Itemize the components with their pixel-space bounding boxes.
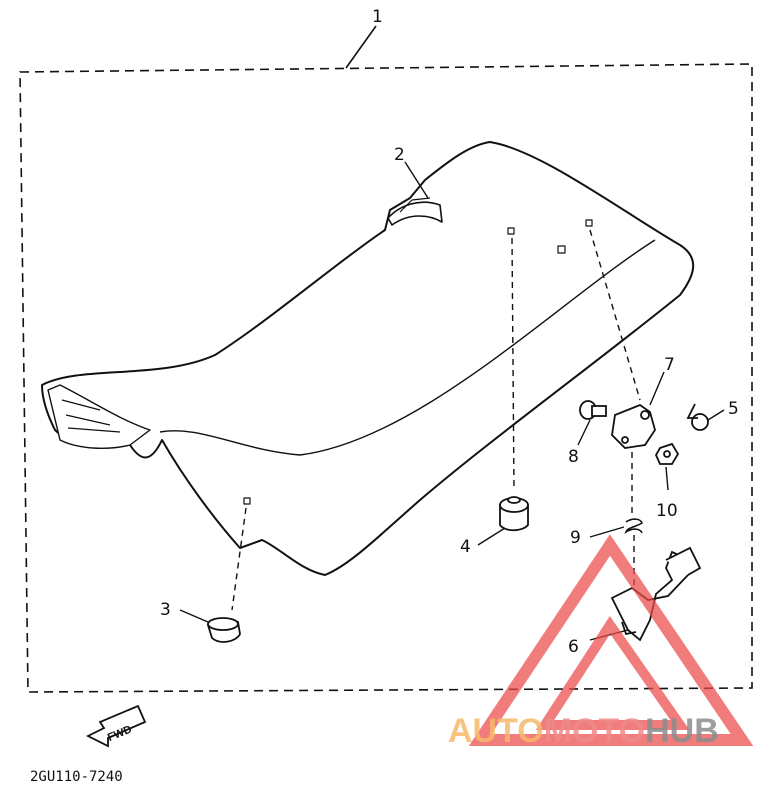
forward-arrow-icon [85,704,147,748]
seat-assembly [41,141,695,576]
leader-3 [179,609,209,623]
damper-part-4 [499,496,529,532]
damper-part-3 [206,617,241,643]
watermark-part2: MOTO [544,712,645,750]
seat-lock-part-6 [610,546,702,642]
watermark-text: AUTOMOTOHUB [448,712,719,750]
leader-5 [707,409,725,421]
leader-10 [665,466,669,491]
callout-7: 7 [664,355,675,375]
callout-1: 1 [372,7,383,27]
callout-5: 5 [728,399,739,419]
spring-part-9 [624,518,643,535]
watermark-part1: AUTO [448,712,544,750]
watermark-logo [468,534,754,746]
assembly-boundary [19,63,753,693]
watermark-part3: HUB [645,712,719,750]
leader-8 [577,419,591,446]
leader-4 [477,527,506,546]
callout-10: 10 [656,501,678,521]
callout-9: 9 [570,528,581,548]
leader-9 [589,526,625,538]
callout-3: 3 [160,600,171,620]
callout-6: 6 [568,637,579,657]
leader-7 [649,371,665,406]
bracket-part-7 [611,403,656,449]
callout-2: 2 [394,145,405,165]
callout-8: 8 [568,447,579,467]
screw-part-5 [686,403,709,431]
leader-1 [345,25,377,69]
leader-2 [404,161,429,199]
callout-4: 4 [460,537,471,557]
nut-part-10 [654,442,680,465]
drawing-code: 2GU110-7240 [30,769,123,785]
bolt-part-8 [579,400,607,420]
